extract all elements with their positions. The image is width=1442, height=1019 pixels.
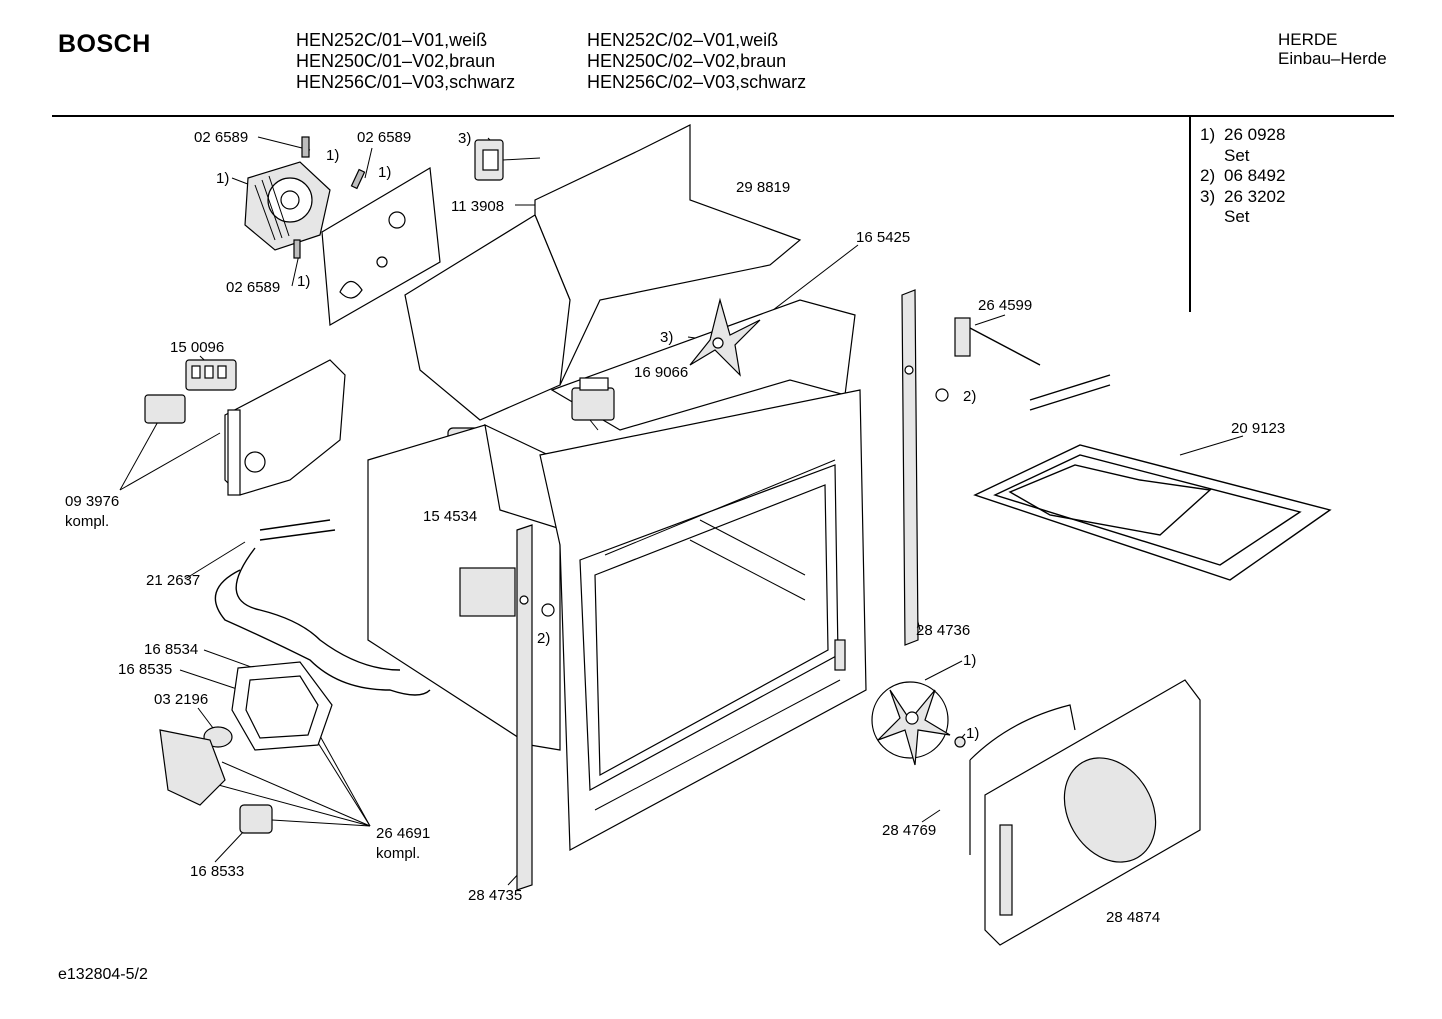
- category: HERDE Einbau–Herde: [1278, 30, 1387, 68]
- footnote-1: 1): [216, 170, 230, 187]
- model-item: HEN252C/01–V01,weiß: [296, 30, 488, 50]
- label-16-8533: 16 8533: [190, 863, 245, 880]
- notes-divider: [1189, 117, 1191, 312]
- model-list-left: HEN252C/01–V01,weiß HEN250C/01–V02,braun…: [296, 30, 515, 93]
- label-02-6589: 02 6589: [194, 129, 249, 146]
- footnote-1: 1): [378, 164, 392, 181]
- model-item: HEN252C/02–V01,weiß: [587, 30, 779, 50]
- label-16-8534: 16 8534: [144, 641, 199, 658]
- label-kompl: kompl.: [376, 845, 421, 862]
- label-16-8535: 16 8535: [118, 661, 173, 678]
- category-main: HERDE: [1278, 30, 1338, 49]
- label-21-2637: 21 2637: [146, 572, 201, 589]
- duct-panel: [404, 214, 571, 421]
- label-15-4534: 15 4534: [423, 508, 478, 525]
- side-rail-right: [901, 289, 919, 646]
- clip-part: [301, 136, 310, 158]
- label-29-8819: 29 8819: [736, 179, 791, 196]
- model-list-right: HEN252C/02–V01,weiß HEN250C/02–V02,braun…: [587, 30, 806, 93]
- label-26-4691: 26 4691: [376, 825, 431, 842]
- label-28-4769: 28 4769: [882, 822, 937, 839]
- model-item: HEN256C/02–V03,schwarz: [587, 72, 807, 92]
- grommet: [935, 388, 949, 402]
- label-09-3976: 09 3976: [65, 493, 120, 510]
- model-item: HEN250C/01–V02,braun: [296, 51, 496, 71]
- model-item: HEN256C/01–V03,schwarz: [296, 72, 516, 92]
- legend-row: 3)26 3202: [1200, 186, 1286, 206]
- footnote-3: 3): [660, 329, 674, 346]
- drawing-number: e132804-5/2: [58, 966, 148, 983]
- oven-body: [367, 389, 867, 851]
- legend-row: Set: [1224, 145, 1250, 165]
- temperature-sensor: [954, 317, 1041, 366]
- label-03-2196: 03 2196: [154, 691, 209, 708]
- label-28-4736: 28 4736: [916, 622, 971, 639]
- legend-row: 2)06 8492: [1200, 166, 1286, 185]
- model-item: HEN250C/02–V02,braun: [587, 51, 787, 71]
- label-16-9066: 16 9066: [634, 364, 689, 381]
- legend-row: 1)26 0928: [1200, 125, 1286, 144]
- lamp-socket: [239, 804, 273, 834]
- control-bracket: [224, 359, 346, 496]
- label-20-9123: 20 9123: [1231, 420, 1286, 437]
- side-rail-left: [516, 524, 533, 891]
- footnote-legend: 1)26 0928 Set 2)06 8492 3)26 3202 Set: [1200, 125, 1285, 228]
- label-02-6589: 02 6589: [226, 279, 281, 296]
- top-heater: [973, 374, 1332, 581]
- footnote-2: 2): [537, 630, 551, 647]
- header-divider: [52, 115, 1394, 117]
- footnote-1: 1): [326, 147, 340, 164]
- label-kompl: kompl.: [65, 513, 110, 530]
- label-15-0096: 15 0096: [170, 339, 225, 356]
- legend-row: Set: [1224, 207, 1250, 226]
- fan-wheel: [689, 297, 761, 377]
- label-28-4735: 28 4735: [468, 887, 523, 904]
- label-28-4874: 28 4874: [1106, 909, 1161, 926]
- footnote-2: 2): [963, 388, 977, 405]
- grommet: [541, 603, 555, 617]
- fan-motor: [244, 161, 331, 251]
- label-02-6589: 02 6589: [357, 129, 412, 146]
- clip-part: [350, 168, 366, 190]
- footnote-1: 1): [297, 273, 311, 290]
- lamp-cover: [159, 729, 226, 806]
- relay: [474, 139, 541, 181]
- transformer: [571, 377, 615, 431]
- bottom-heater: [214, 519, 431, 696]
- footnote-1: 1): [963, 652, 977, 669]
- footnote-3: 3): [458, 130, 472, 147]
- rear-cover: [969, 679, 1201, 946]
- label-11-3908: 11 3908: [451, 198, 505, 215]
- label-16-5425: 16 5425: [856, 229, 911, 246]
- rear-fan: [871, 681, 966, 766]
- label-26-4599: 26 4599: [978, 297, 1033, 314]
- switch-bank: [144, 359, 237, 424]
- clip-part: [293, 239, 301, 259]
- category-sub: Einbau–Herde: [1278, 49, 1387, 68]
- footnote-1: 1): [966, 725, 980, 742]
- brand-logo: BOSCH: [58, 30, 151, 58]
